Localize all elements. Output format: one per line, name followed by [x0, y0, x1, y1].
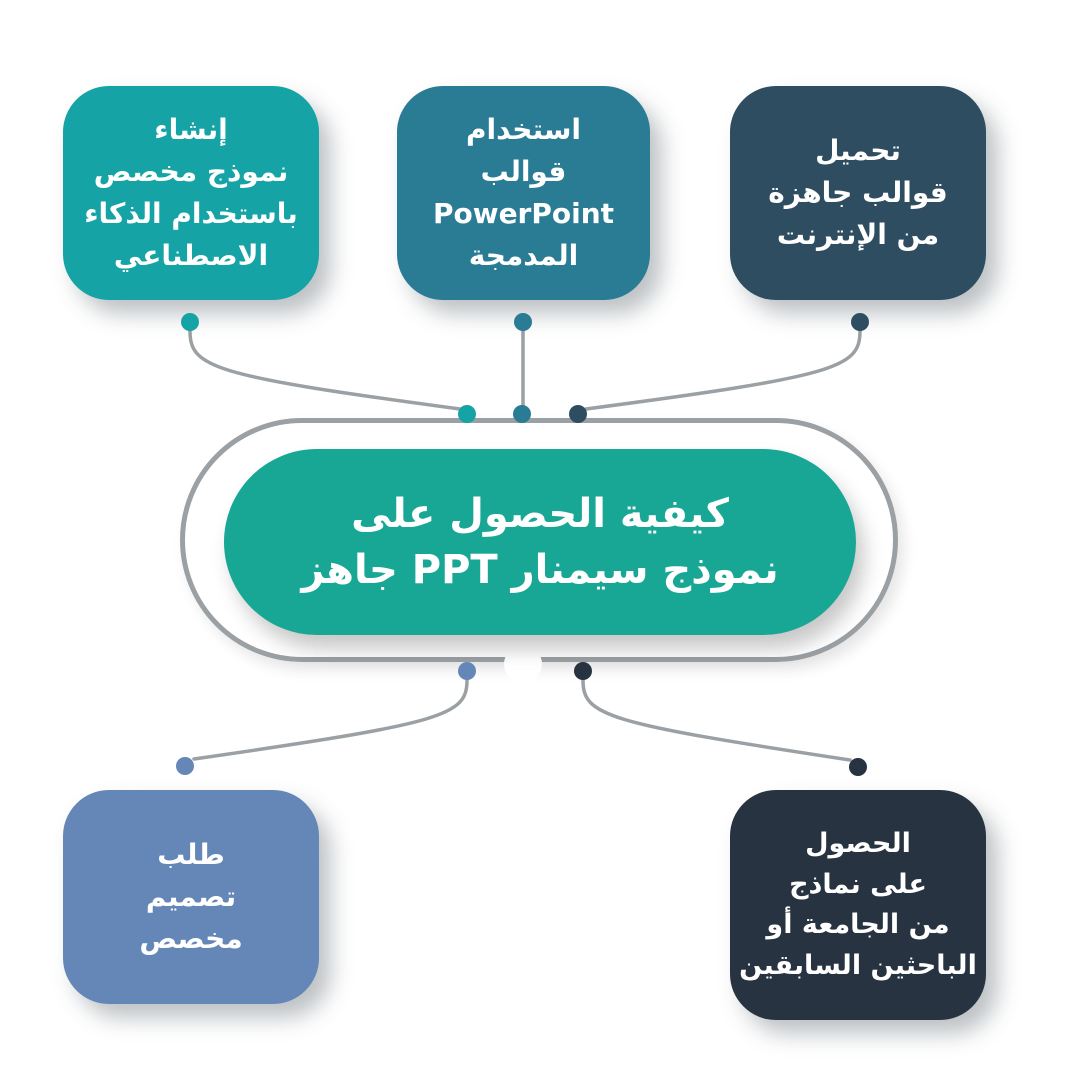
- dot-ring-top-middle: [513, 405, 531, 423]
- connector-bottom-left: [192, 678, 469, 761]
- node-request-custom-design: طلب تصميم مخصص: [63, 790, 319, 1004]
- node-download-internet-templates: تحميل قوالب جاهزة من الإنترنت: [730, 86, 986, 300]
- dot-bottom-left-box: [176, 757, 194, 775]
- connector-bottom-right: [581, 678, 852, 762]
- ring-notch: [504, 645, 542, 683]
- node-create-ai-template: إنشاء نموذج مخصص باستخدام الذكاء الاصطنا…: [63, 86, 319, 300]
- center-title-pill: كيفية الحصول على نموذج سيمنار PPT جاهز: [224, 449, 856, 635]
- dot-ring-bottom-left: [458, 662, 476, 680]
- node-builtin-powerpoint-templates: استخدام قوالب PowerPoint المدمجة: [397, 86, 650, 300]
- dot-top-middle-box: [514, 313, 532, 331]
- dot-ring-top-left: [458, 405, 476, 423]
- connector-top-right: [584, 329, 862, 411]
- dot-top-right-box: [851, 313, 869, 331]
- connector-top-left: [188, 329, 462, 411]
- dot-bottom-right-box: [849, 758, 867, 776]
- dot-ring-bottom-right: [574, 662, 592, 680]
- dot-top-left-box: [181, 313, 199, 331]
- dot-ring-top-right: [569, 405, 587, 423]
- node-university-previous-researchers: الحصول على نماذج من الجامعة أو الباحثين …: [730, 790, 986, 1020]
